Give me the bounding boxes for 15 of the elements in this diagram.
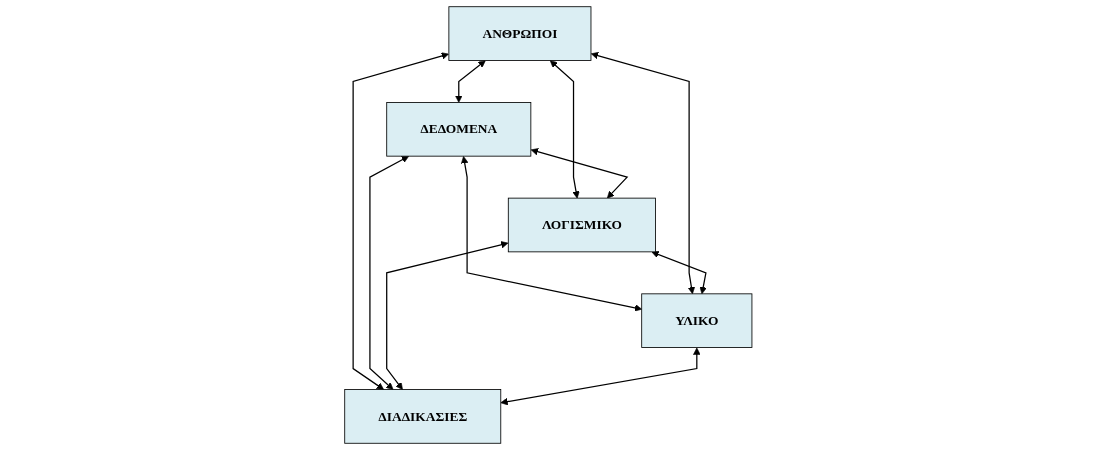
arrow — [590, 52, 695, 295]
node-box: ΑΝΘΡΩΠΟΙ — [448, 6, 592, 61]
arrow — [460, 156, 642, 312]
node-box: ΥΛΙΚΟ — [640, 293, 753, 348]
arrow — [385, 241, 508, 390]
arrow — [368, 156, 409, 390]
arrow — [651, 250, 707, 295]
node-box: ΔΙΑΔΙΚΑΣΙΕΣ — [343, 389, 501, 444]
arrow — [454, 60, 486, 103]
arrow — [549, 60, 580, 199]
node-box: ΛΟΓΙΣΜΙΚΟ — [507, 197, 656, 253]
arrow — [352, 52, 449, 390]
node-box: ΔΕΔΟΜΕΝΑ — [385, 102, 531, 157]
arrow — [530, 148, 628, 199]
arrow — [500, 347, 701, 406]
